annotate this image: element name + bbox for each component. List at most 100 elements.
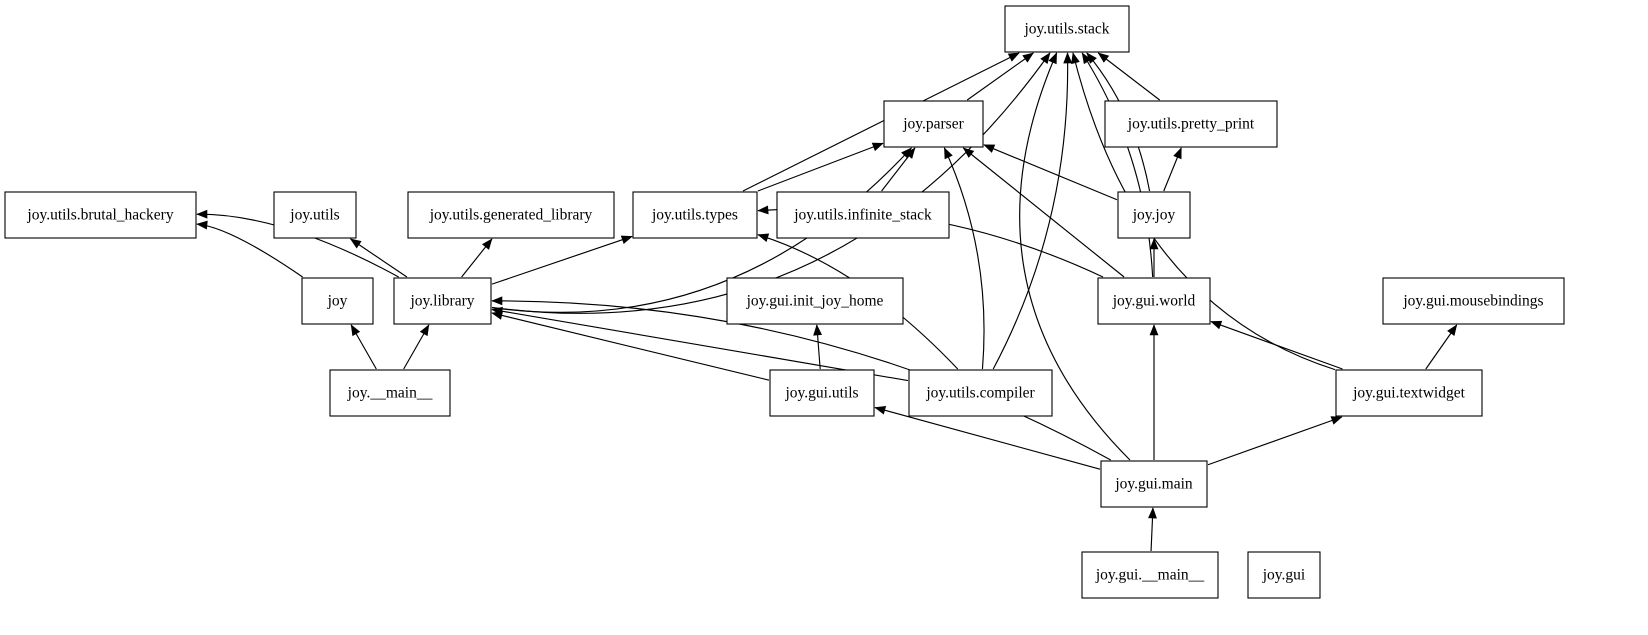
edge-library-to-types: [491, 235, 633, 285]
node-compiler[interactable]: joy.utils.compiler: [908, 369, 1053, 417]
node-box-joyjoy[interactable]: [1117, 191, 1191, 239]
node-label-parser: joy.parser: [902, 116, 964, 133]
node-pretty_print[interactable]: joy.utils.pretty_print: [1104, 100, 1278, 148]
node-label-textwidget: joy.gui.textwidget: [1352, 385, 1465, 402]
node-parser[interactable]: joy.parser: [883, 100, 984, 148]
node-label-world: joy.gui.world: [1112, 293, 1196, 310]
node-box-infinite_stack[interactable]: [776, 191, 950, 239]
node-mousebindings[interactable]: joy.gui.mousebindings: [1382, 277, 1565, 325]
edge-world-to-parser: [963, 147, 1125, 278]
nodes-layer: joy.utils.stack joy.parser joy.utils.prett…: [4, 5, 1565, 599]
node-box-joymain[interactable]: [329, 369, 451, 417]
edge-parser-to-stack: [966, 52, 1034, 101]
edge-arrowhead: [620, 235, 633, 244]
edge-arrowhead: [1071, 52, 1080, 65]
edge-arrowhead: [1081, 52, 1092, 65]
node-box-compiler[interactable]: [908, 369, 1053, 417]
node-box-generated_library[interactable]: [407, 191, 615, 239]
edge-arrowhead: [1210, 320, 1223, 330]
node-gui_main[interactable]: joy.gui.main: [1100, 460, 1208, 508]
node-gui__main__[interactable]: joy.gui.__main__: [1081, 551, 1219, 599]
edge-arrowhead: [491, 311, 504, 320]
edge-arrowhead: [1173, 147, 1182, 160]
edges-layer: [196, 52, 1458, 552]
edge-arrowhead: [757, 233, 770, 243]
node-box-brutal_hackery[interactable]: [4, 191, 197, 239]
node-init_joy_home[interactable]: joy.gui.init_joy_home: [726, 277, 904, 325]
edge-pretty_print-to-stack: [1097, 52, 1161, 101]
edge-arrowhead: [983, 144, 996, 153]
node-joyjoy[interactable]: joy.joy: [1117, 191, 1191, 239]
edge-gui_main-to-textwidget: [1207, 416, 1342, 466]
node-box-pretty_print[interactable]: [1104, 100, 1278, 148]
edge-arrowhead: [1330, 416, 1343, 425]
edge-arrowhead: [350, 324, 361, 337]
node-gui[interactable]: joy.gui: [1247, 551, 1321, 599]
edge-arrowhead: [481, 238, 493, 250]
node-label-brutal_hackery: joy.utils.brutal_hackery: [26, 207, 173, 224]
node-infinite_stack[interactable]: joy.utils.infinite_stack: [776, 191, 950, 239]
node-utils[interactable]: joy.utils: [273, 191, 357, 239]
node-brutal_hackery[interactable]: joy.utils.brutal_hackery: [4, 191, 197, 239]
node-box-gui__main__[interactable]: [1081, 551, 1219, 599]
node-box-textwidget[interactable]: [1335, 369, 1483, 417]
node-stack[interactable]: joy.utils.stack: [1004, 5, 1130, 53]
node-box-mousebindings[interactable]: [1382, 277, 1565, 325]
edge-compiler-to-stack: [992, 52, 1069, 370]
node-joy[interactable]: joy: [301, 277, 374, 325]
edge-arrowhead: [1149, 238, 1159, 250]
node-label-utils: joy.utils: [289, 207, 339, 224]
edge-types-to-parser: [757, 142, 884, 192]
node-box-gui_main[interactable]: [1100, 460, 1208, 508]
node-label-gui_utils: joy.gui.utils: [784, 385, 858, 402]
edge-arrowhead: [1063, 52, 1073, 64]
node-label-gui_main: joy.gui.main: [1114, 476, 1193, 493]
edge-gui_main-to-library: [491, 300, 1111, 461]
edge-arrowhead: [813, 324, 823, 336]
edge-arrowhead: [1149, 324, 1159, 336]
edge-types-to-stack: [742, 52, 1020, 192]
node-generated_library[interactable]: joy.utils.generated_library: [407, 191, 615, 239]
edge-compiler-to-parser: [943, 147, 985, 370]
node-label-init_joy_home: joy.gui.init_joy_home: [746, 293, 884, 310]
node-label-gui: joy.gui: [1262, 567, 1306, 584]
node-label-gui__main__: joy.gui.__main__: [1095, 567, 1205, 584]
node-label-pretty_print: joy.utils.pretty_print: [1127, 116, 1255, 133]
node-types[interactable]: joy.utils.types: [632, 191, 758, 239]
node-joymain[interactable]: joy.__main__: [329, 369, 451, 417]
edge-arrowhead: [1007, 52, 1020, 62]
node-box-gui_utils[interactable]: [769, 369, 875, 417]
node-label-mousebindings: joy.gui.mousebindings: [1402, 293, 1543, 310]
edge-arrowhead: [871, 142, 884, 152]
node-box-world[interactable]: [1097, 277, 1211, 325]
node-box-parser[interactable]: [883, 100, 984, 148]
node-gui_utils[interactable]: joy.gui.utils: [769, 369, 875, 417]
node-label-library: joy.library: [410, 293, 475, 310]
node-box-gui[interactable]: [1247, 551, 1321, 599]
node-world[interactable]: joy.gui.world: [1097, 277, 1211, 325]
node-box-joy[interactable]: [301, 277, 374, 325]
node-box-types[interactable]: [632, 191, 758, 239]
edge-joyjoy-to-parser: [983, 144, 1118, 201]
node-box-utils[interactable]: [273, 191, 357, 239]
edge-textwidget-to-stack: [1072, 52, 1336, 371]
edge-arrowhead: [944, 147, 953, 160]
edge-arrowhead: [874, 405, 887, 415]
node-library[interactable]: joy.library: [393, 277, 492, 325]
edge-arrowhead: [1040, 52, 1051, 64]
node-textwidget[interactable]: joy.gui.textwidget: [1335, 369, 1483, 417]
node-box-library[interactable]: [393, 277, 492, 325]
edge-arrowhead: [1148, 507, 1157, 519]
node-box-init_joy_home[interactable]: [726, 277, 904, 325]
node-label-joyjoy: joy.joy: [1132, 207, 1176, 224]
edge-arrowhead: [962, 147, 975, 158]
node-label-joy: joy: [327, 293, 348, 310]
node-box-stack[interactable]: [1004, 5, 1130, 53]
edge-arrowhead: [349, 238, 362, 249]
edge-gui_utils-to-library: [491, 312, 770, 381]
node-label-types: joy.utils.types: [651, 207, 738, 224]
edge-arrowhead: [1447, 324, 1458, 336]
edge-arrowhead: [757, 205, 769, 215]
